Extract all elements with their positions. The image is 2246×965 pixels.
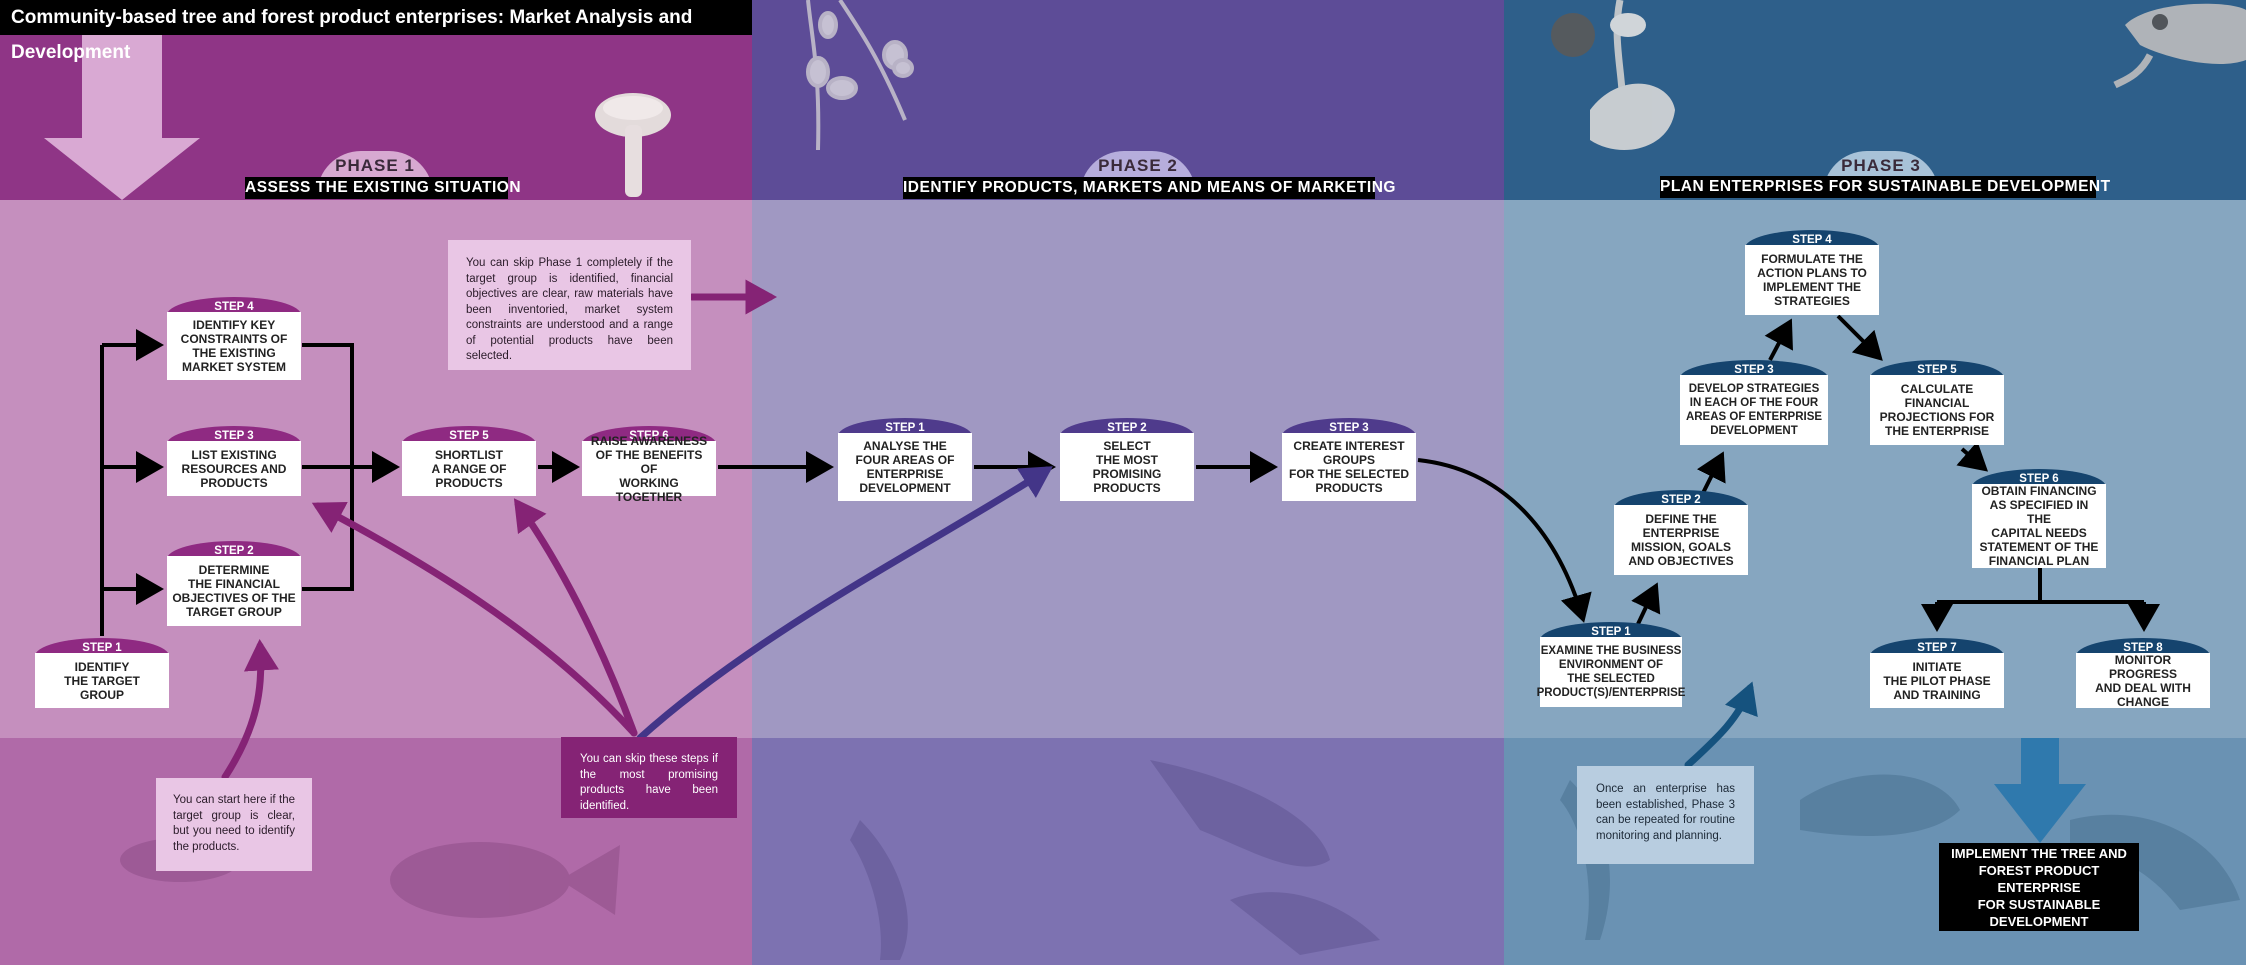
- step-text: SELECT THE MOST PROMISING PRODUCTS: [1060, 433, 1194, 501]
- phase1-step3: STEP 3 LIST EXISTING RESOURCES AND PRODU…: [167, 426, 301, 496]
- phase3-title: PLAN ENTERPRISES FOR SUSTAINABLE DEVELOP…: [1660, 176, 2110, 198]
- document-title: Community-based tree and forest product …: [0, 0, 752, 63]
- connector-p3-s4-s5: [1836, 314, 1883, 361]
- plant-illustration-icon: [806, 0, 914, 151]
- phase3-step8: STEP 8 MONITOR PROGRESS AND DEAL WITH CH…: [2076, 638, 2210, 709]
- phase1-step2: STEP 2 DETERMINE THE FINANCIAL OBJECTIVE…: [167, 541, 301, 626]
- step-text: CALCULATE FINANCIAL PROJECTIONS FOR THE …: [1870, 375, 2004, 445]
- step-label: STEP 7: [1870, 638, 2004, 656]
- skip-to-step5-arrow: [513, 498, 638, 737]
- step-text: LIST EXISTING RESOURCES AND PRODUCTS: [167, 441, 301, 496]
- step-text: INITIATE THE PILOT PHASE AND TRAINING: [1870, 653, 2004, 708]
- step-text: DETERMINE THE FINANCIAL OBJECTIVES OF TH…: [167, 556, 301, 626]
- connector-p3-s3-s4: [1764, 318, 1793, 361]
- phase2-step3: STEP 3 CREATE INTEREST GROUPS FOR THE SE…: [1282, 418, 1416, 501]
- skip-to-step3-arrow: [311, 501, 638, 737]
- entry-arrow-icon: [44, 35, 200, 200]
- phase1-step5: STEP 5 SHORTLIST A RANGE OF PRODUCTS: [402, 426, 536, 496]
- phase2-step1: STEP 1 ANALYSE THE FOUR AREAS OF ENTERPR…: [838, 418, 972, 501]
- step-label: STEP 3: [1282, 418, 1416, 436]
- skip-steps-note: You can skip these steps if the most pro…: [561, 737, 737, 818]
- flower-illustration-icon: [1551, 0, 1675, 150]
- step-text: MONITOR PROGRESS AND DEAL WITH CHANGE: [2076, 653, 2210, 709]
- start-here-arrow: [221, 639, 279, 781]
- phase2-title: IDENTIFY PRODUCTS, MARKETS AND MEANS OF …: [903, 177, 1395, 199]
- phase1-step6: STEP 6 RAISE AWARENESS OF THE BENEFITS O…: [582, 426, 716, 504]
- mushroom-icon: [595, 93, 671, 197]
- step-label: STEP 5: [1870, 360, 2004, 378]
- step-text: FORMULATE THE ACTION PLANS TO IMPLEMENT …: [1745, 245, 1879, 315]
- step-label: STEP 8: [2076, 638, 2210, 656]
- phase3-step6: STEP 6 OBTAIN FINANCING AS SPECIFIED IN …: [1972, 469, 2106, 568]
- step-label: STEP 6: [582, 426, 716, 444]
- connector-p3-s2-s3: [1696, 451, 1726, 494]
- step-text: ANALYSE THE FOUR AREAS OF ENTERPRISE DEV…: [838, 433, 972, 501]
- start-here-note: You can start here if the target group i…: [156, 778, 312, 871]
- connector-p3-s1-s2: [1631, 582, 1661, 625]
- step-label: STEP 4: [167, 297, 301, 315]
- exit-arrow-icon: [1994, 738, 2086, 843]
- phase1-step1: STEP 1 IDENTIFY THE TARGET GROUP: [35, 638, 169, 708]
- phase3-step3: STEP 3 DEVELOP STRATEGIES IN EACH OF THE…: [1680, 360, 1828, 445]
- phase3-step5: STEP 5 CALCULATE FINANCIAL PROJECTIONS F…: [1870, 360, 2004, 445]
- phase1-title: ASSESS THE EXISTING SITUATION: [245, 177, 521, 199]
- connector-p2-p3: [1417, 458, 1592, 623]
- skip-phase1-note: You can skip Phase 1 completely if the t…: [448, 240, 691, 370]
- repeat-phase3-note: Once an enterprise has been established,…: [1577, 766, 1754, 864]
- step-text: OBTAIN FINANCING AS SPECIFIED IN THE CAP…: [1972, 484, 2106, 568]
- step-label: STEP 1: [1540, 622, 1682, 640]
- step-text: RAISE AWARENESS OF THE BENEFITS OF WORKI…: [582, 434, 716, 504]
- step-label: STEP 6: [1972, 469, 2106, 487]
- skip-to-p2-step2-arrow: [636, 466, 1053, 742]
- phase2-step2: STEP 2 SELECT THE MOST PROMISING PRODUCT…: [1060, 418, 1194, 501]
- frog-illustration-icon: [2113, 3, 2246, 89]
- lizard-illustration-icon: [850, 760, 1380, 960]
- step-label: STEP 2: [1060, 418, 1194, 436]
- step-text: IDENTIFY KEY CONSTRAINTS OF THE EXISTING…: [167, 312, 301, 380]
- repeat-phase3-arrow: [1684, 681, 1758, 769]
- connector-p3-s5-s6: [1956, 441, 1989, 472]
- step-label: STEP 1: [838, 418, 972, 436]
- phase3-step4: STEP 4 FORMULATE THE ACTION PLANS TO IMP…: [1745, 230, 1879, 315]
- phase3-step2: STEP 2 DEFINE THE ENTERPRISE MISSION, GO…: [1614, 490, 1748, 575]
- phase2-illustration-band: [752, 738, 1504, 965]
- phase3-step1: STEP 1 EXAMINE THE BUSINESS ENVIRONMENT …: [1537, 622, 1685, 707]
- step-label: STEP 3: [167, 426, 301, 444]
- step-label: STEP 2: [167, 541, 301, 559]
- step-label: STEP 4: [1745, 230, 1879, 248]
- implement-enterprise-box: IMPLEMENT THE TREE AND FOREST PRODUCT EN…: [1939, 843, 2139, 931]
- step-text: DEFINE THE ENTERPRISE MISSION, GOALS AND…: [1614, 505, 1748, 575]
- step-text: IDENTIFY THE TARGET GROUP: [35, 653, 169, 708]
- step-text: CREATE INTEREST GROUPS FOR THE SELECTED …: [1282, 433, 1416, 501]
- step-label: STEP 3: [1680, 360, 1828, 378]
- step-text: SHORTLIST A RANGE OF PRODUCTS: [402, 441, 536, 496]
- step-text: DEVELOP STRATEGIES IN EACH OF THE FOUR A…: [1680, 375, 1828, 445]
- step-label: STEP 5: [402, 426, 536, 444]
- phase1-step4: STEP 4 IDENTIFY KEY CONSTRAINTS OF THE E…: [167, 297, 301, 380]
- phase3-step7: STEP 7 INITIATE THE PILOT PHASE AND TRAI…: [1870, 638, 2004, 708]
- step-label: STEP 1: [35, 638, 169, 656]
- step-label: STEP 2: [1614, 490, 1748, 508]
- step-text: EXAMINE THE BUSINESS ENVIRONMENT OF THE …: [1537, 637, 1685, 707]
